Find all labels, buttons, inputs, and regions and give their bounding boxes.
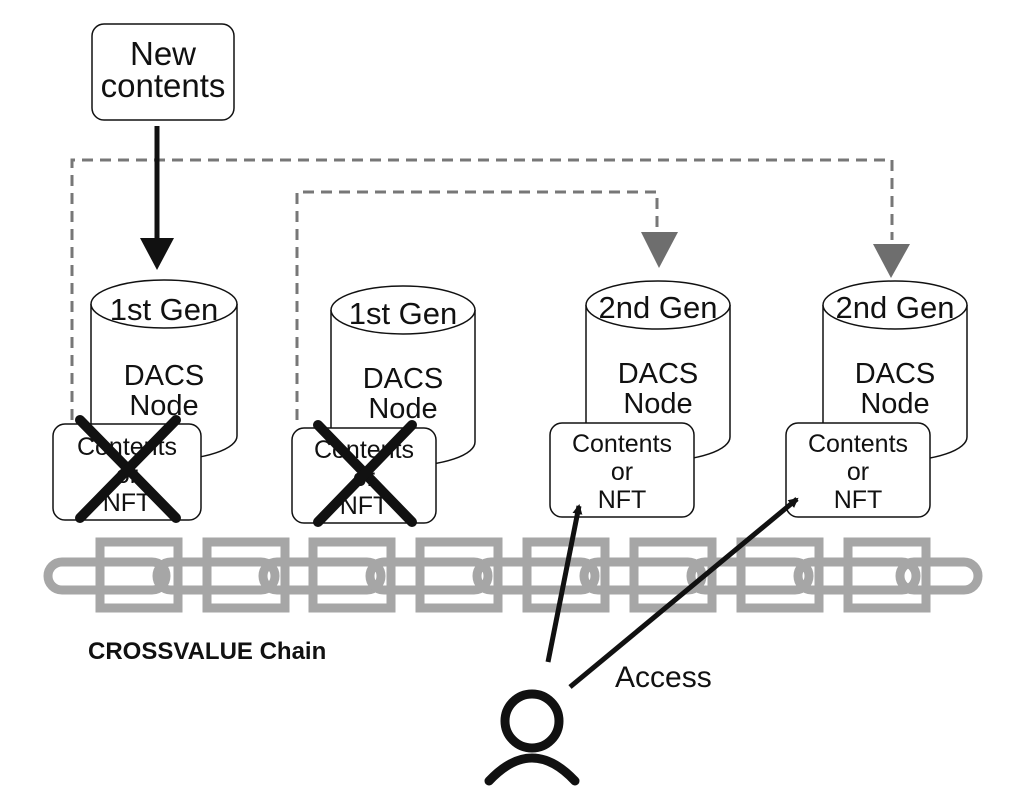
chain-link-vertical: [202, 537, 290, 613]
node-name-line2: Node: [860, 388, 929, 420]
access-arrow-to-node-4: [568, 497, 799, 689]
chain-link-vertical: [629, 537, 717, 613]
access-label: Access: [615, 661, 712, 694]
node-name-line2: Node: [129, 390, 198, 422]
new-contents-box: New contents: [91, 23, 235, 121]
crossvalue-chain: [43, 537, 983, 613]
node-generation-label: 2nd Gen: [836, 290, 955, 325]
chain-link-vertical: [95, 537, 183, 613]
chain-link-horizontal: [686, 557, 814, 595]
contents-card: [549, 422, 695, 518]
access-arrow-to-node-3: [545, 504, 583, 663]
dashed-arrowhead-2nd-gen-a: [641, 232, 678, 268]
node-name-line2: Node: [368, 393, 437, 425]
distribution-lines: [70, 158, 894, 420]
cross-mark-icon: [313, 420, 417, 527]
chain-link-vertical: [308, 537, 396, 613]
chain-link-horizontal: [152, 557, 280, 595]
dacs-node-4: 2nd Gen DACS Node Contents or NFT: [785, 280, 968, 518]
node-name-line1: DACS: [618, 358, 699, 390]
node-generation-label: 1st Gen: [349, 296, 458, 331]
chain-link-vertical: [736, 537, 824, 613]
chain-link-vertical: [415, 537, 503, 613]
dashed-line-inner: [295, 190, 659, 420]
node-name-line2: Node: [623, 388, 692, 420]
card-line2: or: [611, 458, 633, 486]
node-name-line1: DACS: [124, 360, 205, 392]
chain-link-horizontal: [365, 557, 493, 595]
cylinder-top: [90, 279, 238, 329]
chain-link-vertical: [843, 537, 931, 613]
new-contents-label-line2: contents: [101, 67, 226, 104]
dashed-arrowhead-2nd-gen-b: [873, 244, 910, 278]
card-line3: NFT: [834, 486, 883, 514]
chain-label: CROSSVALUE Chain: [88, 638, 326, 665]
card-line3: NFT: [598, 486, 647, 514]
new-contents-label-line1: New: [130, 35, 196, 72]
dacs-node-3: 2nd Gen DACS Node Contents or NFT: [549, 280, 731, 518]
card-line2: or: [847, 458, 869, 486]
dashed-line-outer: [70, 158, 894, 420]
new-contents-arrowhead: [140, 238, 174, 270]
chain-link-horizontal: [472, 557, 600, 595]
cross-mark-icon: [75, 415, 181, 523]
node-name-line1: DACS: [855, 358, 936, 390]
card-line1: Contents: [808, 430, 908, 458]
chain-link-horizontal: [895, 557, 983, 595]
contents-card: [785, 422, 931, 518]
node-name-line1: DACS: [363, 363, 444, 395]
chain-link-horizontal: [258, 557, 386, 595]
dacs-node-2: 1st Gen DACS Node Contents or NFT: [291, 285, 476, 527]
dacs-node-1: 1st Gen DACS Node Contents or NFT: [52, 279, 238, 523]
cylinder-top: [822, 280, 968, 330]
chain-link-vertical: [522, 537, 610, 613]
user-icon: [484, 689, 580, 786]
card-line1: Contents: [572, 430, 672, 458]
chain-link-horizontal: [793, 557, 921, 595]
node-generation-label: 1st Gen: [110, 292, 219, 327]
node-generation-label: 2nd Gen: [599, 290, 718, 325]
cylinder-top: [585, 280, 731, 330]
chain-link-horizontal: [43, 557, 171, 595]
cylinder-top: [330, 285, 476, 335]
